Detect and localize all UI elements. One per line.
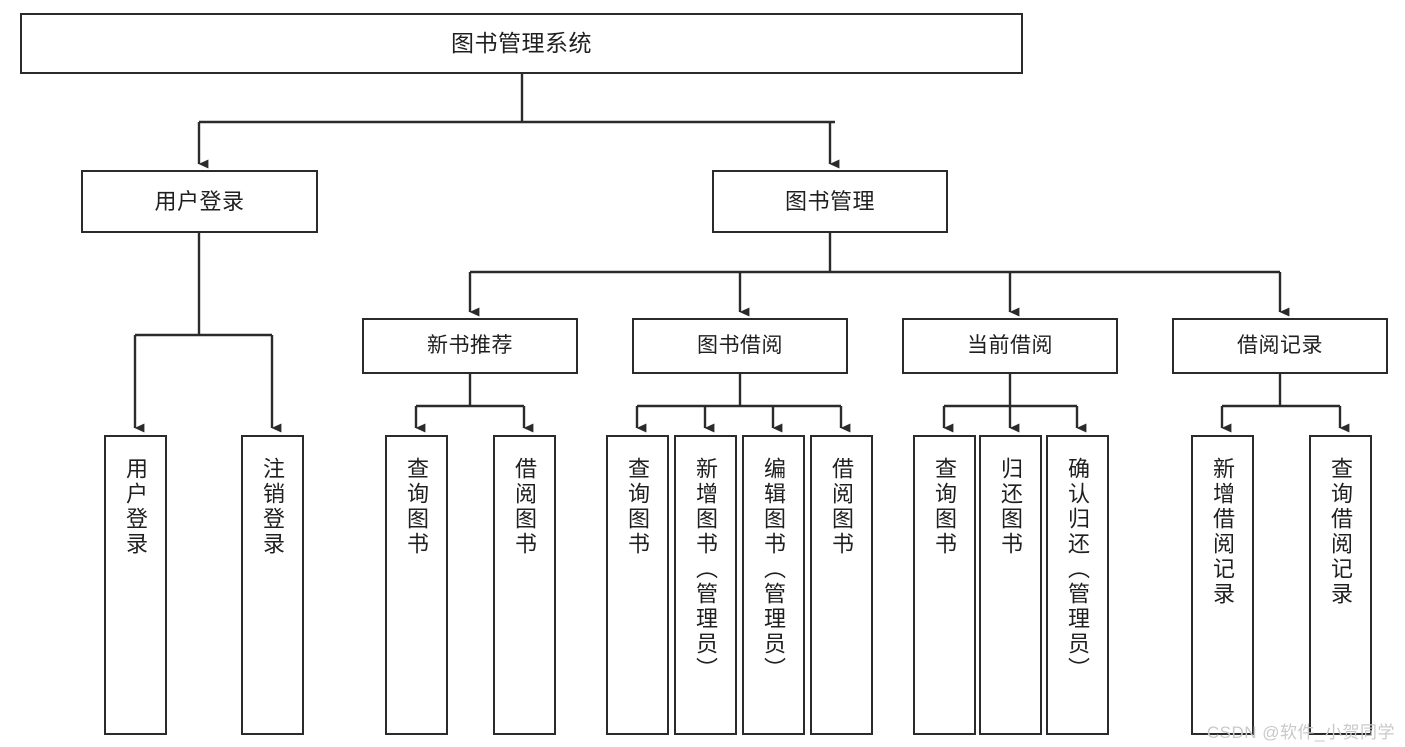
- leaf-record-add-borrow-record[interactable]: 新增借阅记录: [1191, 435, 1254, 735]
- node-label: 图书管理系统: [451, 30, 592, 57]
- node-label: 图书管理: [784, 188, 875, 214]
- node-label: 借阅图书: [512, 457, 538, 557]
- leaf-current-query-books[interactable]: 查询图书: [913, 435, 976, 735]
- node-label: 新书推荐: [427, 333, 513, 357]
- node-root-book-management-system[interactable]: 图书管理系统: [20, 13, 1023, 74]
- node-label: 编辑图书（管理员）: [761, 457, 787, 682]
- node-label: 归还图书: [998, 457, 1024, 557]
- node-label: 借阅图书: [829, 457, 855, 557]
- node-label: 新增图书（管理员）: [693, 457, 719, 682]
- leaf-borrow-edit-book-admin[interactable]: 编辑图书（管理员）: [742, 435, 805, 735]
- node-label: 用户登录: [123, 457, 149, 557]
- leaf-borrow-add-book-admin[interactable]: 新增图书（管理员）: [674, 435, 737, 735]
- leaf-new-book-borrow-books[interactable]: 借阅图书: [493, 435, 556, 735]
- node-current-borrow[interactable]: 当前借阅: [902, 318, 1118, 374]
- leaf-current-return-books[interactable]: 归还图书: [979, 435, 1042, 735]
- node-label: 查询图书: [625, 457, 651, 557]
- node-label: 注销登录: [260, 457, 286, 557]
- leaf-borrow-query-books[interactable]: 查询图书: [606, 435, 669, 735]
- node-label: 图书借阅: [697, 333, 783, 357]
- node-book-borrow[interactable]: 图书借阅: [632, 318, 848, 374]
- node-book-management[interactable]: 图书管理: [712, 170, 948, 233]
- node-label: 查询图书: [404, 457, 430, 557]
- node-label: 用户登录: [154, 188, 245, 214]
- node-label: 查询图书: [932, 457, 958, 557]
- leaf-record-query-borrow-record[interactable]: 查询借阅记录: [1309, 435, 1372, 735]
- leaf-new-book-query-books[interactable]: 查询图书: [385, 435, 448, 735]
- leaf-user-login[interactable]: 用户登录: [104, 435, 167, 735]
- node-label: 当前借阅: [967, 333, 1053, 357]
- node-label: 确认归还（管理员）: [1065, 457, 1091, 682]
- node-label: 新增借阅记录: [1210, 457, 1236, 607]
- leaf-logout[interactable]: 注销登录: [241, 435, 304, 735]
- node-label: 查询借阅记录: [1328, 457, 1354, 607]
- leaf-borrow-borrow-books[interactable]: 借阅图书: [810, 435, 873, 735]
- node-label: 借阅记录: [1237, 333, 1323, 357]
- node-user-login[interactable]: 用户登录: [81, 170, 318, 233]
- node-new-book-recommendation[interactable]: 新书推荐: [362, 318, 578, 374]
- node-borrow-record[interactable]: 借阅记录: [1172, 318, 1388, 374]
- leaf-current-confirm-return-admin[interactable]: 确认归还（管理员）: [1046, 435, 1109, 735]
